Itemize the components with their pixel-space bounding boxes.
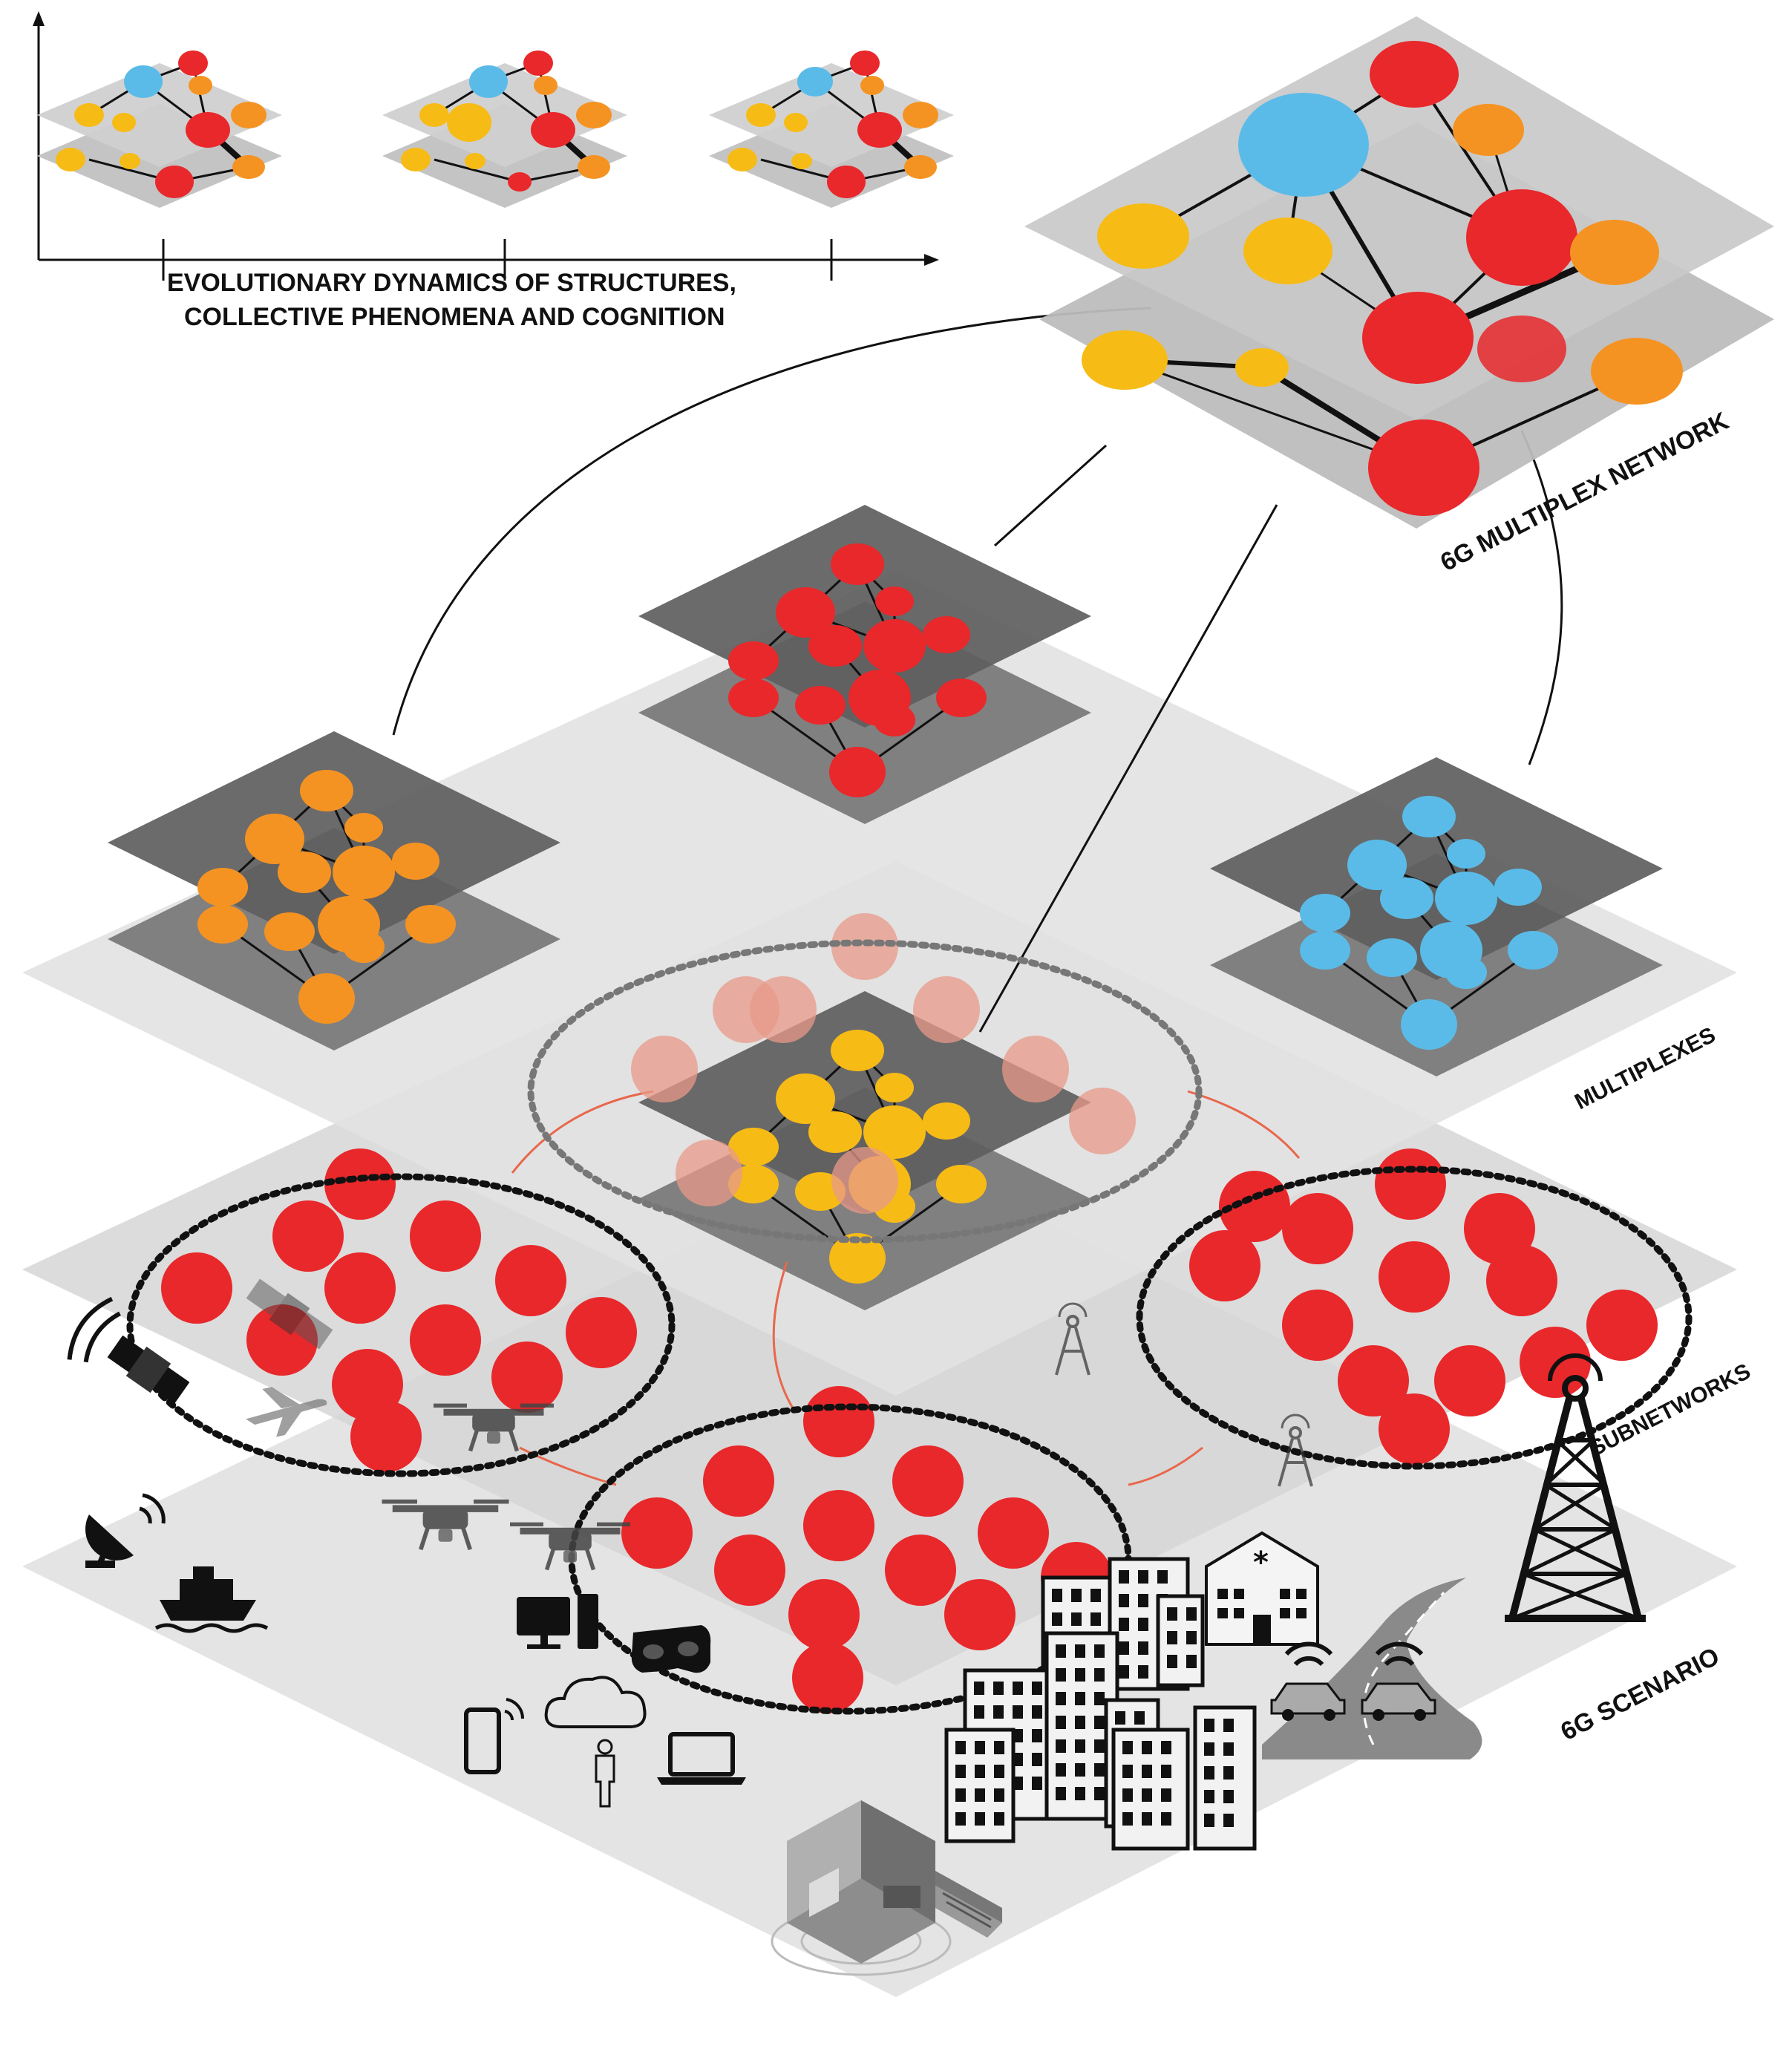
multiplexes-plane	[22, 572, 1737, 1396]
drone-icon-1	[434, 1403, 554, 1452]
building-c	[1156, 1594, 1205, 1687]
timeline-stack-b	[382, 50, 627, 208]
connector-lines	[392, 307, 1563, 1033]
svg-text:*: *	[1253, 1546, 1269, 1580]
connector-yellow	[978, 504, 1278, 1033]
subnetwork-salmon	[527, 913, 1203, 1244]
ship-icon	[154, 1566, 269, 1633]
drone-icon-2	[382, 1499, 509, 1551]
hospital-icon: *	[1205, 1531, 1319, 1646]
timeline-caption-line2: COLLECTIVE PHENOMENA AND COGNITION	[184, 303, 725, 331]
building-f	[944, 1728, 1016, 1843]
car-icon-2	[1361, 1641, 1436, 1721]
connector-blue	[1520, 430, 1563, 765]
multiplex-stack-red	[638, 505, 1091, 824]
laptop-icon	[657, 1732, 746, 1785]
arrow-up-icon	[33, 11, 45, 26]
subnetwork-links	[511, 1090, 1301, 1486]
car-icon	[1270, 1641, 1346, 1721]
satellite-dish-icon	[85, 1493, 166, 1568]
multiplex-stack-orange	[108, 731, 560, 1050]
connector-orange	[392, 307, 1151, 736]
smartphone-icon	[464, 1698, 525, 1774]
multiplex-stacks	[108, 505, 1663, 1310]
building-i	[1193, 1705, 1257, 1851]
satellite-ghost-icon	[246, 1278, 333, 1350]
vr-headset-icon	[631, 1625, 711, 1673]
satellite-icon	[67, 1296, 190, 1405]
cloud-icon	[544, 1676, 647, 1728]
cell-tower-icon	[1505, 1353, 1646, 1622]
subnetwork-right	[1136, 1148, 1693, 1470]
small-cell-tower-icon-2	[1278, 1414, 1313, 1487]
desktop-computer-icon	[517, 1594, 598, 1649]
smart-home-icon	[771, 1800, 1002, 1976]
6g-multiplex-network	[1024, 16, 1774, 529]
arrow-right-icon	[924, 254, 939, 266]
timeline-chart	[33, 11, 954, 281]
timeline-stack-a	[37, 50, 282, 208]
timeline-stack-c	[709, 50, 954, 208]
drone-icon-3	[510, 1522, 630, 1571]
multiplex-stack-blue	[1210, 757, 1663, 1076]
airplane-icon	[246, 1387, 327, 1437]
small-cell-tower-icon	[1055, 1302, 1090, 1376]
city-buildings-icon	[944, 1557, 1257, 1851]
connector-red	[993, 444, 1108, 547]
scenario-icons: *	[67, 1278, 1646, 1976]
label-6g-scenario: 6G SCENARIO	[1556, 1642, 1724, 1746]
building-h	[1111, 1728, 1190, 1851]
timeline-caption-line1: EVOLUTIONARY DYNAMICS OF STRUCTURES,	[167, 269, 736, 297]
person-icon	[595, 1739, 615, 1808]
